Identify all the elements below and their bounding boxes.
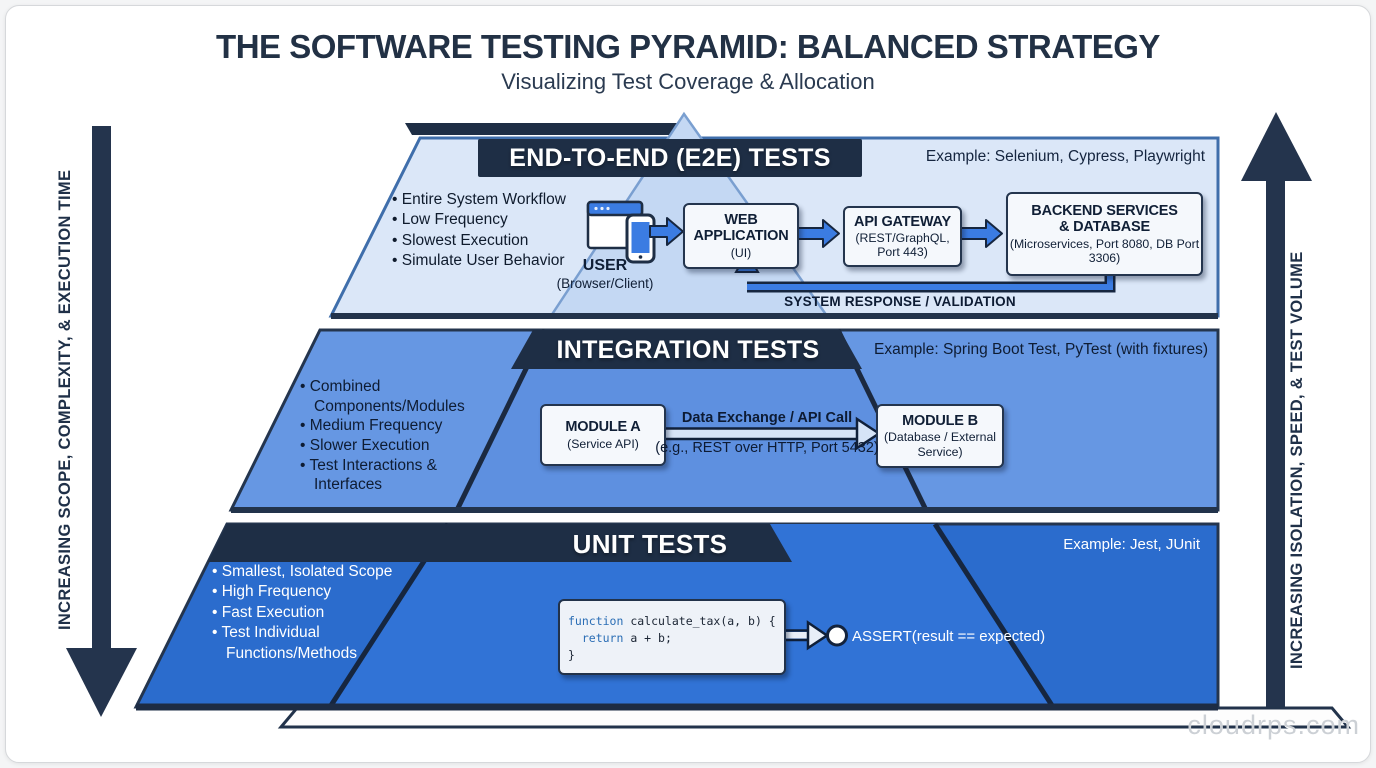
integration-layer-title: INTEGRATION TESTS bbox=[556, 336, 820, 364]
backend-services-node: BACKEND SERVICES & DATABASE (Microservic… bbox=[1006, 192, 1203, 276]
user-label: USER bbox=[582, 257, 628, 274]
assert-arrow-icon bbox=[785, 620, 848, 651]
code-line: function calculate_tax(a, b) { bbox=[568, 614, 776, 628]
node-title: WEB APPLICATION bbox=[693, 212, 789, 245]
integration-bullet-list: Combined Components/Modules Medium Frequ… bbox=[300, 377, 478, 495]
bullet-item: Entire System Workflow bbox=[392, 190, 630, 210]
user-sublabel: (Browser/Client) bbox=[556, 276, 654, 291]
e2e-bullet-list: Entire System Workflow Low Frequency Slo… bbox=[392, 190, 630, 272]
watermark: cloudrps.com bbox=[1187, 710, 1360, 740]
bullet-item: Simulate User Behavior bbox=[392, 251, 630, 271]
api-gateway-node: API GATEWAY (REST/GraphQL, Port 443) bbox=[843, 206, 962, 267]
bullet-item: Slower Execution bbox=[300, 436, 478, 456]
system-response-label: SYSTEM RESPONSE / VALIDATION bbox=[784, 294, 1016, 309]
code-snippet-box: function calculate_tax(a, b) { return a … bbox=[558, 599, 786, 675]
unit-bullet-list: Smallest, Isolated Scope High Frequency … bbox=[212, 562, 422, 664]
right-axis-arrow-icon bbox=[1241, 112, 1312, 717]
data-exchange-sublabel: (e.g., REST over HTTP, Port 5432) bbox=[655, 440, 879, 456]
bullet-item: Medium Frequency bbox=[300, 416, 478, 436]
node-title: MODULE B bbox=[902, 413, 978, 430]
node-subtitle: (REST/GraphQL, Port 443) bbox=[855, 230, 950, 260]
code-line: return a + b; bbox=[581, 631, 672, 645]
node-subtitle: (UI) bbox=[730, 245, 752, 260]
bullet-item: Test Interactions & Interfaces bbox=[300, 456, 478, 495]
module-a-node: MODULE A (Service API) bbox=[540, 404, 666, 466]
assert-label: ASSERT(result == expected) bbox=[852, 628, 1046, 645]
module-b-node: MODULE B (Database / External Service) bbox=[876, 404, 1004, 468]
code-line: } bbox=[568, 648, 575, 662]
node-title: API GATEWAY bbox=[854, 213, 951, 230]
node-subtitle: (Database / External Service) bbox=[883, 430, 997, 459]
node-title: MODULE A bbox=[565, 419, 641, 436]
data-exchange-arrow-icon bbox=[664, 416, 882, 451]
bullet-item: Smallest, Isolated Scope bbox=[212, 562, 422, 582]
data-exchange-label: Data Exchange / API Call bbox=[681, 410, 853, 426]
node-subtitle: (Microservices, Port 8080, DB Port 3306) bbox=[1009, 236, 1200, 265]
unit-layer-title: UNIT TESTS bbox=[572, 529, 728, 559]
node-subtitle: (Service API) bbox=[567, 436, 639, 451]
e2e-layer-title: END-TO-END (E2E) TESTS bbox=[509, 144, 831, 172]
unit-example-label: Example: Jest, JUnit bbox=[1063, 536, 1200, 553]
bullet-item: Combined Components/Modules bbox=[300, 377, 478, 416]
web-application-node: WEB APPLICATION (UI) bbox=[683, 203, 799, 269]
user-phone-icon bbox=[625, 213, 656, 264]
page-title: THE SOFTWARE TESTING PYRAMID: BALANCED S… bbox=[216, 28, 1160, 65]
left-axis-arrow-icon bbox=[66, 126, 137, 717]
flow-arrow-icons bbox=[649, 217, 1003, 248]
page-subtitle: Visualizing Test Coverage & Allocation bbox=[501, 69, 875, 94]
bullet-item: High Frequency bbox=[212, 582, 422, 602]
integration-example-label: Example: Spring Boot Test, PyTest (with … bbox=[874, 341, 1208, 358]
e2e-example-label: Example: Selenium, Cypress, Playwright bbox=[925, 148, 1205, 165]
bullet-item: Test Individual Functions/Methods bbox=[212, 623, 422, 664]
right-axis-label: INCREASING ISOLATION, SPEED, & TEST VOLU… bbox=[1288, 251, 1306, 669]
node-title: BACKEND SERVICES & DATABASE bbox=[1031, 203, 1178, 236]
bullet-item: Fast Execution bbox=[212, 603, 422, 623]
left-axis-label: INCREASING SCOPE, COMPLEXITY, & EXECUTIO… bbox=[56, 169, 74, 631]
bullet-item: Low Frequency bbox=[392, 210, 630, 230]
bullet-item: Slowest Execution bbox=[392, 231, 630, 251]
